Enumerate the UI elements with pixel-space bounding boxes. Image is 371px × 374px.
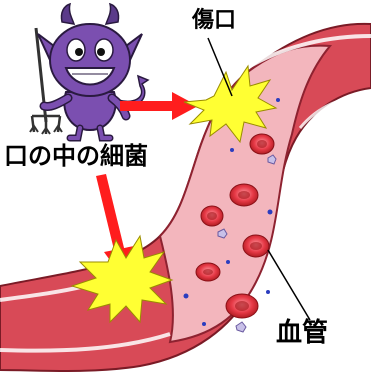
bacteria-devil (30, 4, 148, 138)
red-blood-cell (250, 134, 274, 154)
arrow-to-wound (120, 92, 198, 120)
red-blood-cell (226, 294, 258, 318)
wound-label: 傷口 (192, 10, 236, 32)
vessel-leader-line (268, 250, 310, 320)
red-blood-cell (230, 184, 258, 206)
red-blood-cell (196, 263, 220, 281)
red-blood-cell (243, 235, 269, 257)
red-blood-cell (201, 206, 223, 226)
vessel-label: 血管 (276, 320, 328, 346)
bacteria-label: 口の中の細菌 (4, 144, 148, 168)
